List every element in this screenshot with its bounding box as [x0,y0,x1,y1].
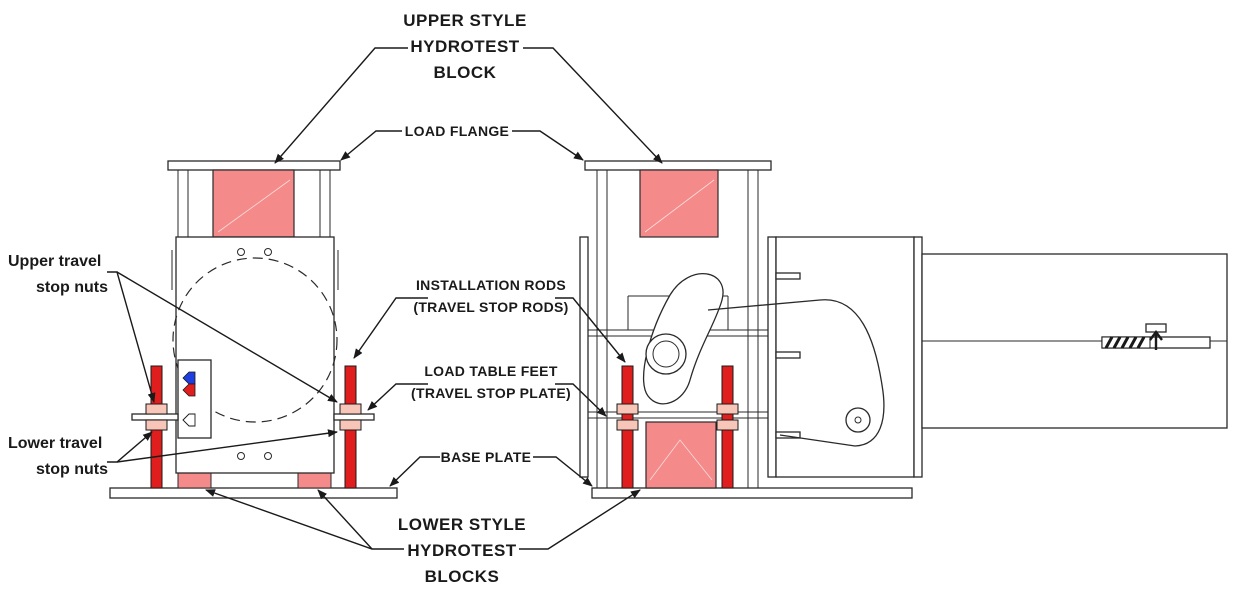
upper-block-left [212,169,295,238]
label-lower-nuts-1: Lower travel [8,435,102,452]
upper-nut-left-b [339,403,362,415]
label-lower-nuts-2: stop nuts [36,461,108,478]
load-flange-left [167,160,341,171]
up-arrow-icon [1149,330,1163,350]
blue-marker [182,371,196,385]
label-load-flange: LOAD FLANGE [405,123,509,139]
lower-nut-left-a [145,419,168,431]
upper-nut-right-a [616,403,639,415]
label-install-rods-2: (TRAVEL STOP RODS) [413,299,568,315]
label-lower-blocks-3: BLOCKS [425,567,500,586]
label-upper-block-3: BLOCK [434,63,497,82]
white-marker [182,413,196,427]
label-upper-nuts-1: Upper travel [8,253,101,270]
flange-circle-dashed [172,257,338,423]
label-upper-block-2: HYDROTEST [410,37,519,56]
upper-nut-right-b [716,403,739,415]
label-install-rods-1: INSTALLATION RODS [416,277,566,293]
lower-nut-right-b [716,419,739,431]
spring-hatching [1101,336,1151,349]
label-base-plate: BASE PLATE [441,449,532,465]
leader-lines [107,47,663,550]
upper-nut-left-a [145,403,168,415]
label-table-feet-1: LOAD TABLE FEET [424,363,557,379]
label-upper-block-1: UPPER STYLE [403,11,527,30]
red-marker [182,383,196,397]
base-plate-right [591,487,913,499]
callout-labels: UPPER STYLE HYDROTEST BLOCK LOAD FLANGE … [8,11,571,586]
side-view [579,160,1228,499]
front-view [109,160,398,499]
lever-plate [707,299,885,447]
load-flange-right [584,160,772,171]
lower-nut-right-a [616,419,639,431]
label-lower-blocks-2: HYDROTEST [407,541,516,560]
label-table-feet-2: (TRAVEL STOP PLATE) [411,385,571,401]
label-upper-nuts-2: stop nuts [36,279,108,296]
lower-block-right [645,421,717,489]
base-plate-left [109,487,398,499]
lower-nut-left-b [339,419,362,431]
label-lower-blocks-1: LOWER STYLE [398,515,526,534]
